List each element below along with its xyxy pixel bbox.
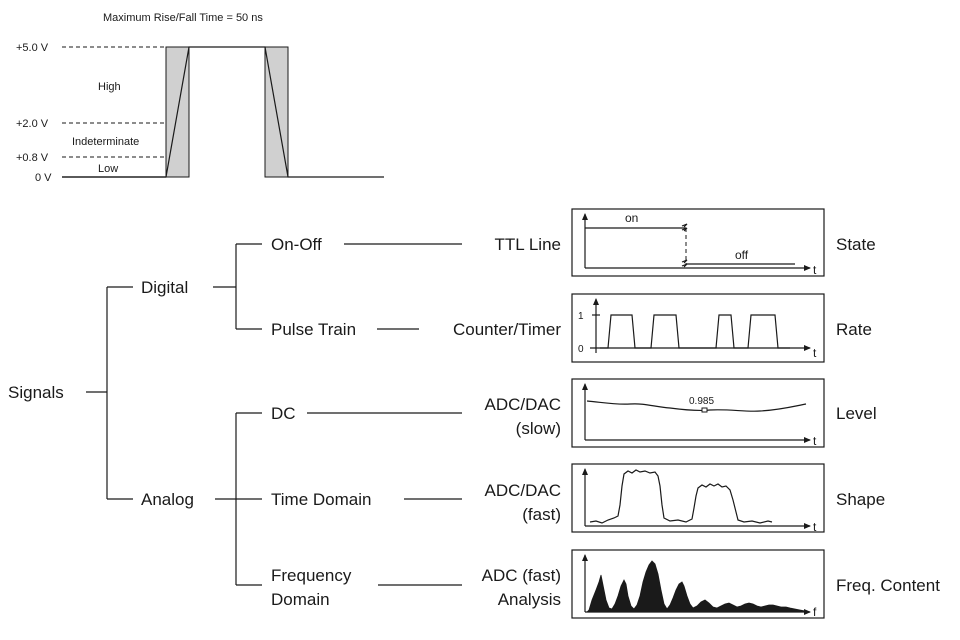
signal-frequency-domain: Domain bbox=[271, 590, 330, 609]
level-label-0v: 0 V bbox=[35, 172, 52, 184]
property-state: State bbox=[836, 235, 876, 254]
signal-dc: DC bbox=[271, 404, 296, 423]
region-indeterminate: Indeterminate bbox=[72, 136, 139, 148]
level-value-label: 0.985 bbox=[689, 396, 714, 407]
device-adc-fast: ADC (fast) bbox=[482, 566, 561, 585]
ttl-level-figure: Maximum Rise/Fall Time = 50 ns +5.0 V +2… bbox=[16, 12, 384, 184]
rate-y1: 1 bbox=[578, 311, 584, 322]
plot-shape-frame bbox=[571, 463, 825, 533]
property-freq-content: Freq. Content bbox=[836, 576, 940, 595]
plot-state-frame bbox=[571, 208, 825, 277]
device-adc-dac-slow-note: (slow) bbox=[516, 419, 561, 438]
region-high: High bbox=[98, 81, 121, 93]
freq-axis-f: f bbox=[813, 605, 817, 619]
plot-level: t 0.985 bbox=[571, 378, 825, 448]
signal-frequency: Frequency bbox=[271, 566, 352, 585]
rate-y0: 0 bbox=[578, 344, 584, 355]
signal-on-off: On-Off bbox=[271, 235, 322, 254]
device-adc-dac-fast-note: (fast) bbox=[522, 505, 561, 524]
plot-shape: t bbox=[571, 463, 825, 534]
device-adc-dac-slow: ADC/DAC bbox=[484, 395, 561, 414]
shape-axis-t: t bbox=[813, 520, 817, 534]
device-analysis: Analysis bbox=[498, 590, 561, 609]
plot-rate-frame bbox=[571, 293, 825, 363]
region-low: Low bbox=[98, 163, 118, 175]
level-label-2v: +2.0 V bbox=[16, 118, 49, 130]
frequency-spectrum bbox=[586, 560, 806, 613]
level-axis-t: t bbox=[813, 434, 817, 448]
node-digital: Digital bbox=[141, 278, 188, 297]
time-domain-waveform bbox=[589, 469, 773, 524]
plot-rate: t 1 0 bbox=[571, 293, 825, 363]
plot-state: t on off bbox=[571, 208, 825, 277]
level-label-0-8v: +0.8 V bbox=[16, 152, 49, 164]
device-ttl-line: TTL Line bbox=[495, 235, 561, 254]
signal-pulse-train: Pulse Train bbox=[271, 320, 356, 339]
state-label-off: off bbox=[735, 248, 749, 262]
node-analog: Analog bbox=[141, 490, 194, 509]
property-level: Level bbox=[836, 404, 877, 423]
rate-axis-t: t bbox=[813, 346, 817, 360]
property-shape: Shape bbox=[836, 490, 885, 509]
level-label-5v: +5.0 V bbox=[16, 42, 49, 54]
device-adc-dac-fast: ADC/DAC bbox=[484, 481, 561, 500]
plot-freq: f bbox=[571, 549, 825, 619]
pulse-waveform bbox=[62, 46, 384, 178]
state-axis-t: t bbox=[813, 263, 817, 277]
signal-time-domain: Time Domain bbox=[271, 490, 371, 509]
state-label-on: on bbox=[625, 211, 638, 225]
plot-level-frame bbox=[571, 378, 825, 448]
ttl-title: Maximum Rise/Fall Time = 50 ns bbox=[103, 12, 263, 24]
property-rate: Rate bbox=[836, 320, 872, 339]
dc-level-trace bbox=[586, 400, 807, 412]
pulse-train-waveform bbox=[600, 314, 790, 349]
device-counter-timer: Counter/Timer bbox=[453, 320, 561, 339]
classification-tree: Signals Digital Analog On-Off TTL Line S… bbox=[8, 235, 940, 609]
root-signals: Signals bbox=[8, 383, 64, 402]
